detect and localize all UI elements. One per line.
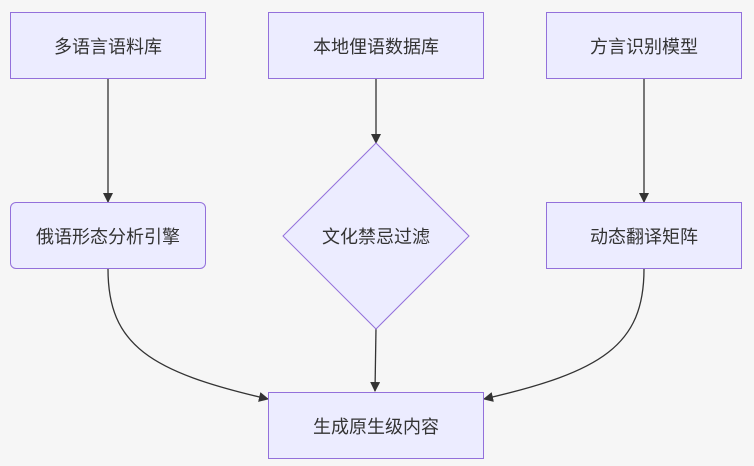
node-multilingual-corpus: 多语言语料库 xyxy=(10,12,206,79)
edge-translation-matrix-to-generation xyxy=(483,268,645,402)
node-local-slang-database-label: 本地俚语数据库 xyxy=(313,36,439,58)
node-cultural-taboo-filter: 文化禁忌过滤 xyxy=(296,216,456,256)
edge-morph-engine-to-generation xyxy=(107,268,269,402)
node-local-slang-database: 本地俚语数据库 xyxy=(268,12,484,79)
node-cultural-taboo-filter-diamond xyxy=(282,142,470,330)
node-russian-morphology-engine: 俄语形态分析引擎 xyxy=(10,202,206,269)
node-dialect-recognition-model-label: 方言识别模型 xyxy=(590,36,698,58)
node-multilingual-corpus-label: 多语言语料库 xyxy=(54,36,162,58)
node-russian-morphology-engine-label: 俄语形态分析引擎 xyxy=(36,226,180,248)
node-native-content-generation-label: 生成原生级内容 xyxy=(313,416,439,438)
edge-taboo-filter-to-generation xyxy=(370,327,381,392)
node-cultural-taboo-filter-label: 文化禁忌过滤 xyxy=(322,227,430,248)
node-dynamic-translation-matrix-label: 动态翻译矩阵 xyxy=(590,226,698,248)
node-dialect-recognition-model: 方言识别模型 xyxy=(546,12,742,79)
node-native-content-generation: 生成原生级内容 xyxy=(268,392,484,459)
node-dynamic-translation-matrix: 动态翻译矩阵 xyxy=(546,202,742,269)
